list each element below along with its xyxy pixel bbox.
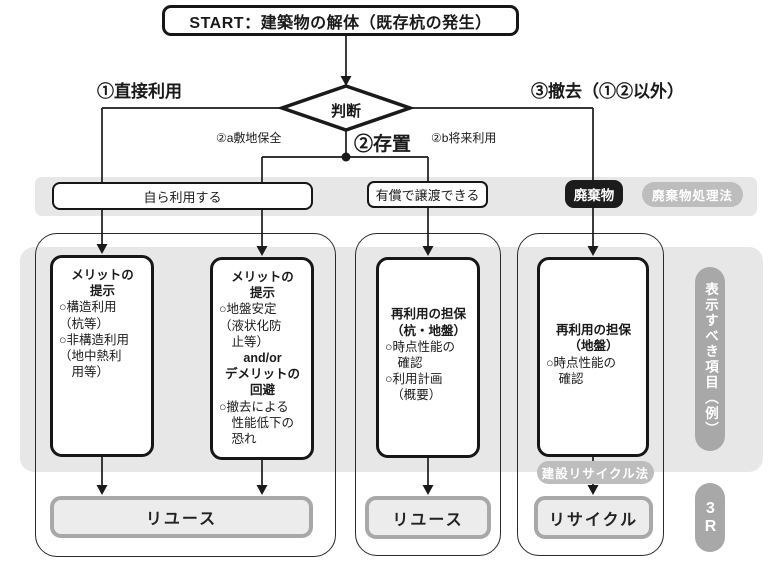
box2-heading-line2: 提示 xyxy=(249,286,275,301)
display-items-pill: 表示すべき項目（例） xyxy=(695,267,725,451)
box4-line: 確認 xyxy=(546,371,584,386)
three-r-label: 3R xyxy=(702,499,719,536)
display-items-label: 表示すべき項目（例） xyxy=(703,281,718,437)
line-branch-right xyxy=(410,107,594,248)
box3-line: ○時点性能の xyxy=(385,339,456,354)
box3-heading-line2: （杭・地盤） xyxy=(390,323,466,338)
box3-line: ○利用計画 xyxy=(385,372,443,387)
recycle-law-pill: 建設リサイクル法 xyxy=(537,461,654,484)
arrowhead-reuse2 xyxy=(422,485,434,495)
box1-line: ○非構造利用 xyxy=(59,332,130,347)
decision-diamond xyxy=(276,84,416,132)
box1-line: （地中熱利 xyxy=(59,349,122,364)
arrowhead-box4 xyxy=(587,246,599,256)
arrowhead-box3 xyxy=(422,246,434,256)
box2-line: 止等） xyxy=(219,334,270,349)
start-label: START：建築物の解体（既存杭の発生） xyxy=(189,14,492,32)
branch-label-future-use: ②b将来利用 xyxy=(431,131,497,145)
branch-label-leave-in-place: ②存置 xyxy=(354,134,412,155)
outcome-recycle-label: リサイクル xyxy=(548,511,639,529)
waste-box: 廃棄物 xyxy=(565,180,623,208)
waste-law-pill: 廃棄物処理法 xyxy=(642,182,743,207)
arrowhead-box1 xyxy=(96,244,108,254)
outcome-recycle: リサイクル xyxy=(534,496,653,539)
arrowhead-decision xyxy=(340,76,352,86)
box2-andor: and/or xyxy=(243,351,282,366)
paid-transfer-box: 有償で譲渡できる xyxy=(367,181,488,208)
box2-heading-line3: デメリットの xyxy=(224,367,300,382)
outcome-reuse-2-label: リユース xyxy=(392,511,464,529)
container-direct-use xyxy=(35,233,336,557)
line-branch-left xyxy=(101,107,282,246)
box4-heading-line1: 再利用の担保 xyxy=(555,323,631,338)
arrowhead-reuse1-right xyxy=(256,485,268,495)
box2-line: ○地盤安定 xyxy=(219,302,277,317)
box2-heading-line4: 回避 xyxy=(249,383,275,398)
outcome-reuse-1: リユース xyxy=(50,496,313,538)
three-r-pill: 3R xyxy=(695,483,725,552)
branch-label-removal: ③撤去（①②以外） xyxy=(531,82,684,101)
outcome-reuse-1-label: リユース xyxy=(145,511,218,528)
box2-line: （液状化防 xyxy=(219,318,282,333)
box4-line: ○時点性能の xyxy=(546,355,617,370)
box2-line: 恐れ xyxy=(219,432,257,447)
self-use-label: 自ら利用する xyxy=(143,189,222,205)
box1-heading-line1: メリットの xyxy=(71,268,134,282)
box1-heading-line2: 提示 xyxy=(89,284,115,299)
box2-heading-line1: メリットの xyxy=(231,270,294,284)
box1-line: （杭等） xyxy=(59,316,110,331)
junction-dot xyxy=(341,152,351,162)
branch-label-direct-use: ①直接利用 xyxy=(97,82,182,101)
box-merit-direct-use: メリットの 提示 ○構造利用 （杭等） ○非構造利用 （地中熱利 用等） xyxy=(50,255,154,457)
box-reuse-guarantee-pile-ground: 再利用の担保 （杭・地盤） ○時点性能の 確認 ○利用計画 （概要） xyxy=(376,257,480,458)
box3-line: 確認 xyxy=(385,356,423,370)
branch-label-site-preservation: ②a敷地保全 xyxy=(216,131,282,145)
arrowhead-recycle xyxy=(587,485,599,495)
paid-transfer-label: 有償で譲渡できる xyxy=(375,188,480,203)
container-removal xyxy=(517,233,664,556)
waste-law-label: 廃棄物処理法 xyxy=(651,189,733,203)
box-reuse-guarantee-ground: 再利用の担保 （地盤） ○時点性能の 確認 xyxy=(537,257,649,457)
self-use-box: 自ら利用する xyxy=(52,182,313,210)
box3-line: （概要） xyxy=(385,388,442,403)
box-merit-demerit-leave: メリットの 提示 ○地盤安定 （液状化防 止等） and/or デメリットの 回… xyxy=(210,257,314,460)
box1-line: ○構造利用 xyxy=(59,300,117,315)
box4-heading-line2: （地盤） xyxy=(568,339,619,354)
box2-line: ○撤去による xyxy=(219,399,289,414)
box3-heading-line1: 再利用の担保 xyxy=(390,307,466,322)
waste-label: 廃棄物 xyxy=(573,188,615,203)
arrowhead-box2 xyxy=(256,246,268,256)
start-box: START：建築物の解体（既存杭の発生） xyxy=(162,5,519,36)
decision-label: 判断 xyxy=(330,103,361,120)
outcome-reuse-2: リユース xyxy=(365,496,491,539)
recycle-law-label: 建設リサイクル法 xyxy=(541,467,650,481)
box2-line: 性能低下の xyxy=(219,415,295,430)
box1-line: 用等） xyxy=(59,365,110,380)
arrowhead-reuse1-left xyxy=(96,485,108,495)
